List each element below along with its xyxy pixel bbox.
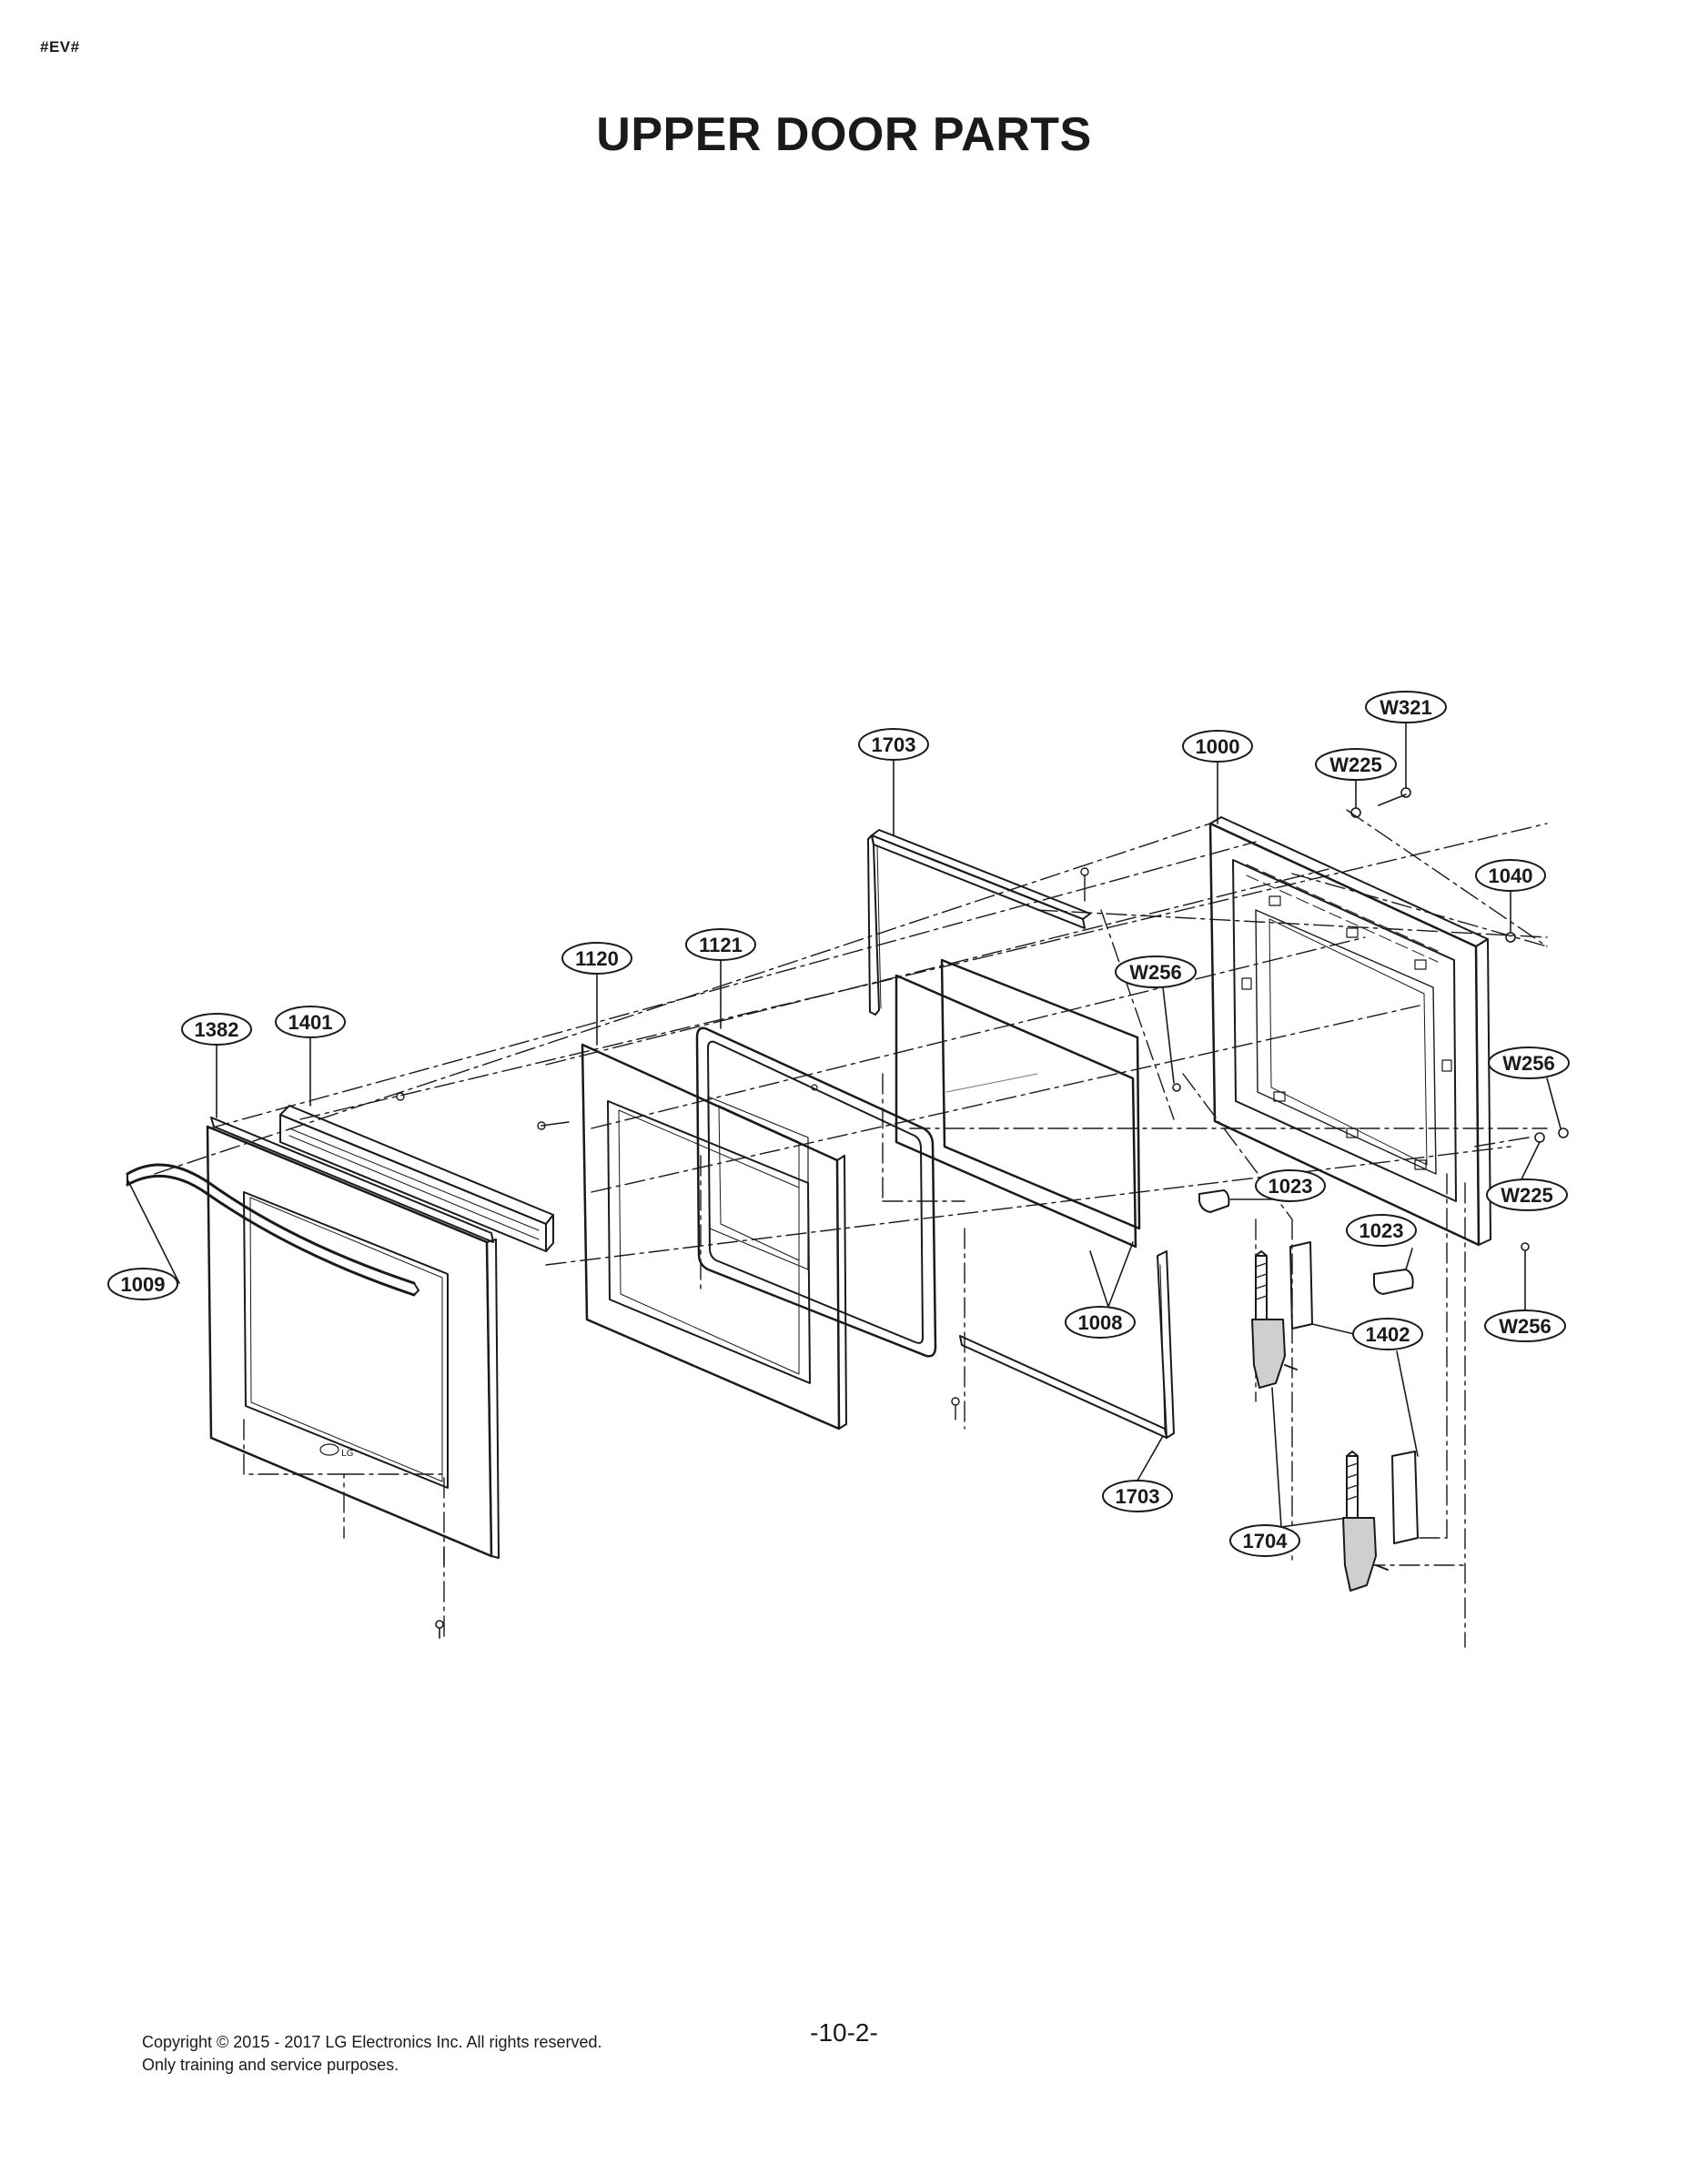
document-code: #EV# xyxy=(40,38,80,56)
callout-1000: 1000 xyxy=(1182,730,1253,763)
svg-text:1401: 1401 xyxy=(288,1011,333,1034)
door-liner-1000 xyxy=(1208,816,1491,1247)
callout-1009: 1009 xyxy=(107,1268,178,1300)
svg-text:1120: 1120 xyxy=(575,947,619,970)
callout-W256-right: W256 xyxy=(1488,1046,1570,1079)
callout-1402: 1402 xyxy=(1352,1318,1423,1350)
svg-text:1040: 1040 xyxy=(1489,864,1533,887)
svg-text:W225: W225 xyxy=(1329,753,1381,776)
inner-frame-1120 xyxy=(537,1043,847,1431)
svg-text:1402: 1402 xyxy=(1366,1323,1410,1346)
leader-lines xyxy=(126,723,1562,1528)
svg-text:W256: W256 xyxy=(1502,1052,1554,1075)
svg-text:1704: 1704 xyxy=(1243,1530,1289,1552)
callout-1401: 1401 xyxy=(275,1006,346,1038)
svg-text:1121: 1121 xyxy=(699,934,743,956)
glass-frame-1121 xyxy=(695,1026,937,1358)
svg-text:1008: 1008 xyxy=(1078,1311,1123,1334)
svg-text:1023: 1023 xyxy=(1269,1175,1313,1198)
callout-1703-bottom: 1703 xyxy=(1102,1480,1173,1512)
gasket-strip-1703-bottom xyxy=(951,1250,1175,1439)
hinge-bracket-1402-lower xyxy=(1391,1451,1419,1544)
hinge-cover-1023-a xyxy=(1198,1189,1230,1213)
svg-text:W256: W256 xyxy=(1129,961,1181,984)
callout-W256-mid: W256 xyxy=(1115,956,1197,988)
copyright-notice: Copyright © 2015 - 2017 LG Electronics I… xyxy=(142,2031,602,2077)
callout-1703-top: 1703 xyxy=(858,728,929,761)
svg-text:1009: 1009 xyxy=(121,1273,166,1296)
usage-notice-line: Only training and service purposes. xyxy=(142,2056,399,2074)
screws xyxy=(435,787,1569,1639)
svg-text:1382: 1382 xyxy=(195,1018,239,1041)
callout-1121: 1121 xyxy=(685,928,756,961)
door-handle-1009 xyxy=(126,1163,419,1297)
callout-W256-bottom: W256 xyxy=(1484,1309,1566,1342)
callout-1120: 1120 xyxy=(561,942,632,975)
svg-text:W256: W256 xyxy=(1499,1315,1551,1338)
callouts: 1703 1000 W321 W225 1040 1121 1120 W256 xyxy=(107,691,1570,1557)
glass-panes-1008 xyxy=(895,958,1141,1249)
copyright-line: Copyright © 2015 - 2017 LG Electronics I… xyxy=(142,2033,602,2051)
hinge-1704-upper xyxy=(1251,1250,1298,1389)
callout-1008: 1008 xyxy=(1065,1306,1136,1339)
svg-text:W321: W321 xyxy=(1380,696,1431,719)
callout-W321: W321 xyxy=(1365,691,1447,723)
svg-text:1703: 1703 xyxy=(872,733,916,756)
page-title: UPPER DOOR PARTS xyxy=(596,108,1092,161)
svg-text:1000: 1000 xyxy=(1196,735,1240,758)
callout-W225-top: W225 xyxy=(1315,748,1397,781)
assembly-lines xyxy=(154,809,1548,1648)
door-outer-panel-1382: LG xyxy=(206,1117,500,1559)
svg-text:1023: 1023 xyxy=(1359,1219,1404,1242)
hinge-bracket-1402-upper xyxy=(1289,1241,1313,1330)
callout-W225-right: W225 xyxy=(1486,1178,1568,1211)
hinge-cover-1023-b xyxy=(1373,1269,1414,1295)
callout-1040: 1040 xyxy=(1475,859,1546,892)
callout-1382: 1382 xyxy=(181,1013,252,1046)
callout-1023-b: 1023 xyxy=(1346,1214,1417,1247)
callout-1704: 1704 xyxy=(1229,1524,1300,1557)
svg-text:LG: LG xyxy=(341,1449,353,1459)
callout-1023-a: 1023 xyxy=(1255,1169,1326,1202)
hinge-1704-lower xyxy=(1342,1451,1389,1592)
svg-text:W225: W225 xyxy=(1501,1184,1552,1207)
gasket-strip-1703-top xyxy=(867,829,1091,1016)
vent-trim-1401 xyxy=(279,1092,554,1252)
page-number: -10-2- xyxy=(810,2018,878,2047)
svg-text:1703: 1703 xyxy=(1116,1485,1160,1508)
